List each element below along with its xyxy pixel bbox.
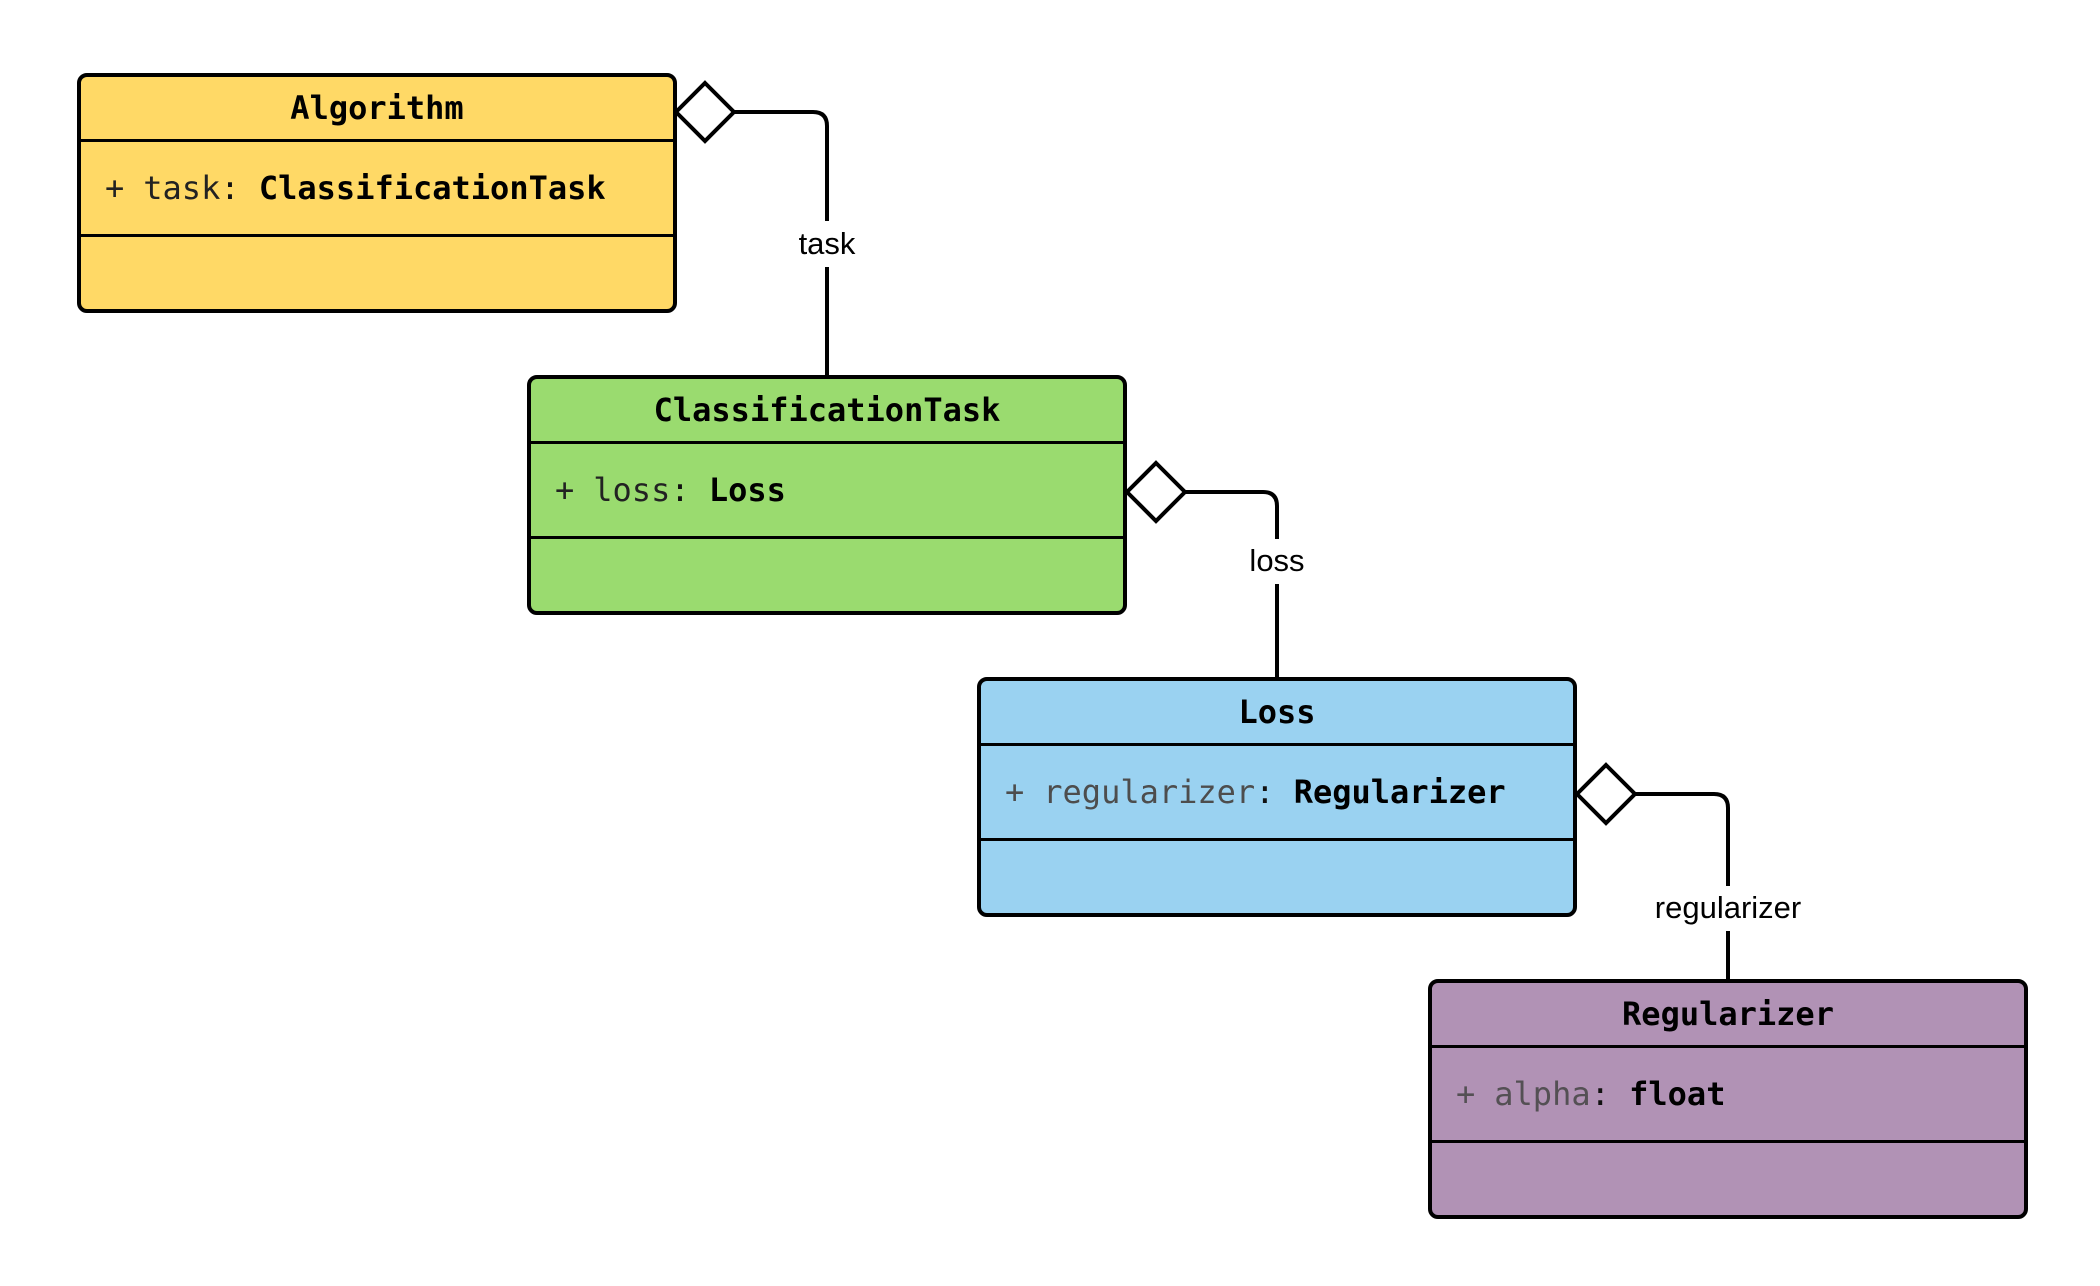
class-title: Algorithm bbox=[290, 89, 464, 127]
attribute-name: alpha bbox=[1494, 1075, 1591, 1113]
class-node-regularizer: Regularizer + alpha : float bbox=[1428, 979, 2028, 1219]
attribute-type: float bbox=[1629, 1075, 1726, 1113]
edge-label-regularizer: regularizer bbox=[1650, 890, 1806, 926]
connector-loss-line-upper bbox=[1185, 490, 1279, 539]
edge-label-loss: loss bbox=[1245, 543, 1309, 579]
attribute-visibility: + bbox=[1005, 773, 1025, 811]
attribute-name: regularizer bbox=[1043, 773, 1256, 811]
class-attributes-compartment: + regularizer : Regularizer bbox=[981, 743, 1573, 841]
class-attributes-compartment: + loss : Loss bbox=[531, 441, 1123, 539]
class-methods-compartment-empty bbox=[981, 841, 1573, 913]
class-attributes-compartment: + alpha : float bbox=[1432, 1045, 2024, 1143]
attribute-separator: : bbox=[1590, 1075, 1630, 1113]
attribute-type: ClassificationTask bbox=[258, 169, 606, 207]
class-node-algorithm: Algorithm + task : ClassificationTask bbox=[77, 73, 677, 313]
aggregation-diamond-icon bbox=[1124, 460, 1188, 524]
attribute-type: Loss bbox=[708, 471, 786, 509]
class-title: ClassificationTask bbox=[653, 391, 1001, 429]
attribute-visibility: + bbox=[555, 471, 575, 509]
attribute-visibility: + bbox=[1456, 1075, 1476, 1113]
attribute-visibility: + bbox=[105, 169, 125, 207]
aggregation-diamond-icon bbox=[673, 80, 737, 144]
class-node-classificationtask: ClassificationTask + loss : Loss bbox=[527, 375, 1127, 615]
attribute-separator: : bbox=[1255, 773, 1294, 811]
attribute-separator: : bbox=[670, 471, 709, 509]
attribute-name: loss bbox=[593, 471, 671, 509]
attribute-separator: : bbox=[220, 169, 259, 207]
class-title: Loss bbox=[1238, 693, 1316, 731]
connector-task-line-upper bbox=[734, 110, 829, 221]
edge-label-task: task bbox=[794, 226, 860, 262]
class-methods-compartment-empty bbox=[81, 237, 673, 309]
class-methods-compartment-empty bbox=[1432, 1143, 2024, 1215]
class-methods-compartment-empty bbox=[531, 539, 1123, 611]
class-title: Regularizer bbox=[1622, 995, 1834, 1033]
class-attributes-compartment: + task : ClassificationTask bbox=[81, 139, 673, 237]
attribute-name: task bbox=[143, 169, 221, 207]
class-node-loss: Loss + regularizer : Regularizer bbox=[977, 677, 1577, 917]
connector-regularizer-line-upper bbox=[1635, 792, 1730, 886]
attribute-type: Regularizer bbox=[1293, 773, 1506, 811]
aggregation-diamond-icon bbox=[1574, 762, 1638, 826]
